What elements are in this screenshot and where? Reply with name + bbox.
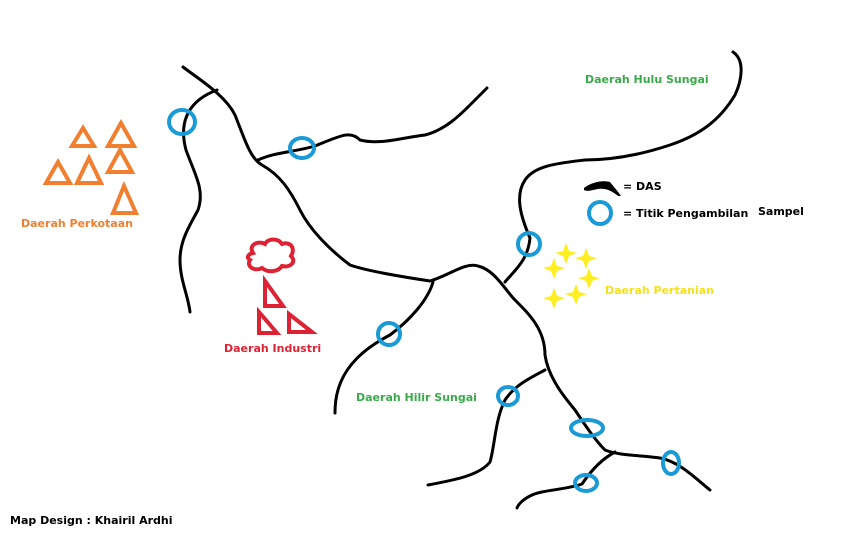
label-perkotaan: Daerah Perkotaan [21, 217, 133, 230]
map-credit: Map Design : Khairil Ardhi [10, 514, 173, 527]
urban-triangle [110, 180, 140, 215]
industrial-triangle [287, 309, 318, 334]
agriculture-area-symbols [543, 243, 600, 309]
river-downstream-west [333, 280, 435, 415]
legend-sample-icon [587, 200, 613, 226]
sample-point [516, 231, 542, 257]
sample-point [661, 450, 681, 476]
sample-point [288, 136, 316, 160]
crop-star-icon [575, 248, 597, 269]
label-industri: Daerah Industri [224, 342, 322, 355]
label-hulu-sungai: Daerah Hulu Sungai [585, 73, 709, 86]
urban-triangle [42, 157, 74, 185]
sample-point [496, 385, 520, 407]
crop-star-icon [565, 284, 587, 305]
legend-sample-label-cont: Sampel [758, 205, 804, 218]
urban-triangle [73, 153, 105, 185]
sample-point [167, 108, 197, 136]
crop-star-icon [543, 258, 565, 279]
river-north-tributary [256, 86, 489, 162]
label-hilir-sungai: Daerah Hilir Sungai [356, 391, 477, 404]
industrial-triangle [263, 274, 287, 308]
urban-triangle [104, 118, 138, 148]
label-pertanian: Daerah Pertanian [605, 284, 715, 297]
urban-triangle [68, 124, 98, 148]
legend-das-label: = DAS [623, 180, 662, 193]
sample-point [569, 418, 605, 438]
sample-point [573, 473, 599, 493]
smoke-cloud-icon [245, 237, 296, 274]
industrial-triangle [257, 306, 282, 335]
river-main [181, 65, 712, 492]
river-network [178, 50, 743, 510]
crop-star-icon [578, 268, 600, 289]
das-river-icon [584, 181, 621, 196]
urban-triangle [104, 145, 136, 174]
crop-star-icon [555, 243, 577, 264]
urban-area-symbols [42, 118, 140, 215]
river-upstream [503, 50, 743, 284]
sample-point [376, 321, 402, 347]
river-southeast-tributary [515, 450, 617, 510]
industrial-area-symbols [245, 237, 318, 335]
sampling-points [167, 108, 681, 493]
legend-sample-label: = Titik Pengambilan [623, 207, 749, 220]
crop-star-icon [543, 288, 565, 309]
river-south-tributary [426, 368, 547, 487]
river-west-tributary [178, 88, 219, 314]
legend-symbols [584, 181, 621, 226]
